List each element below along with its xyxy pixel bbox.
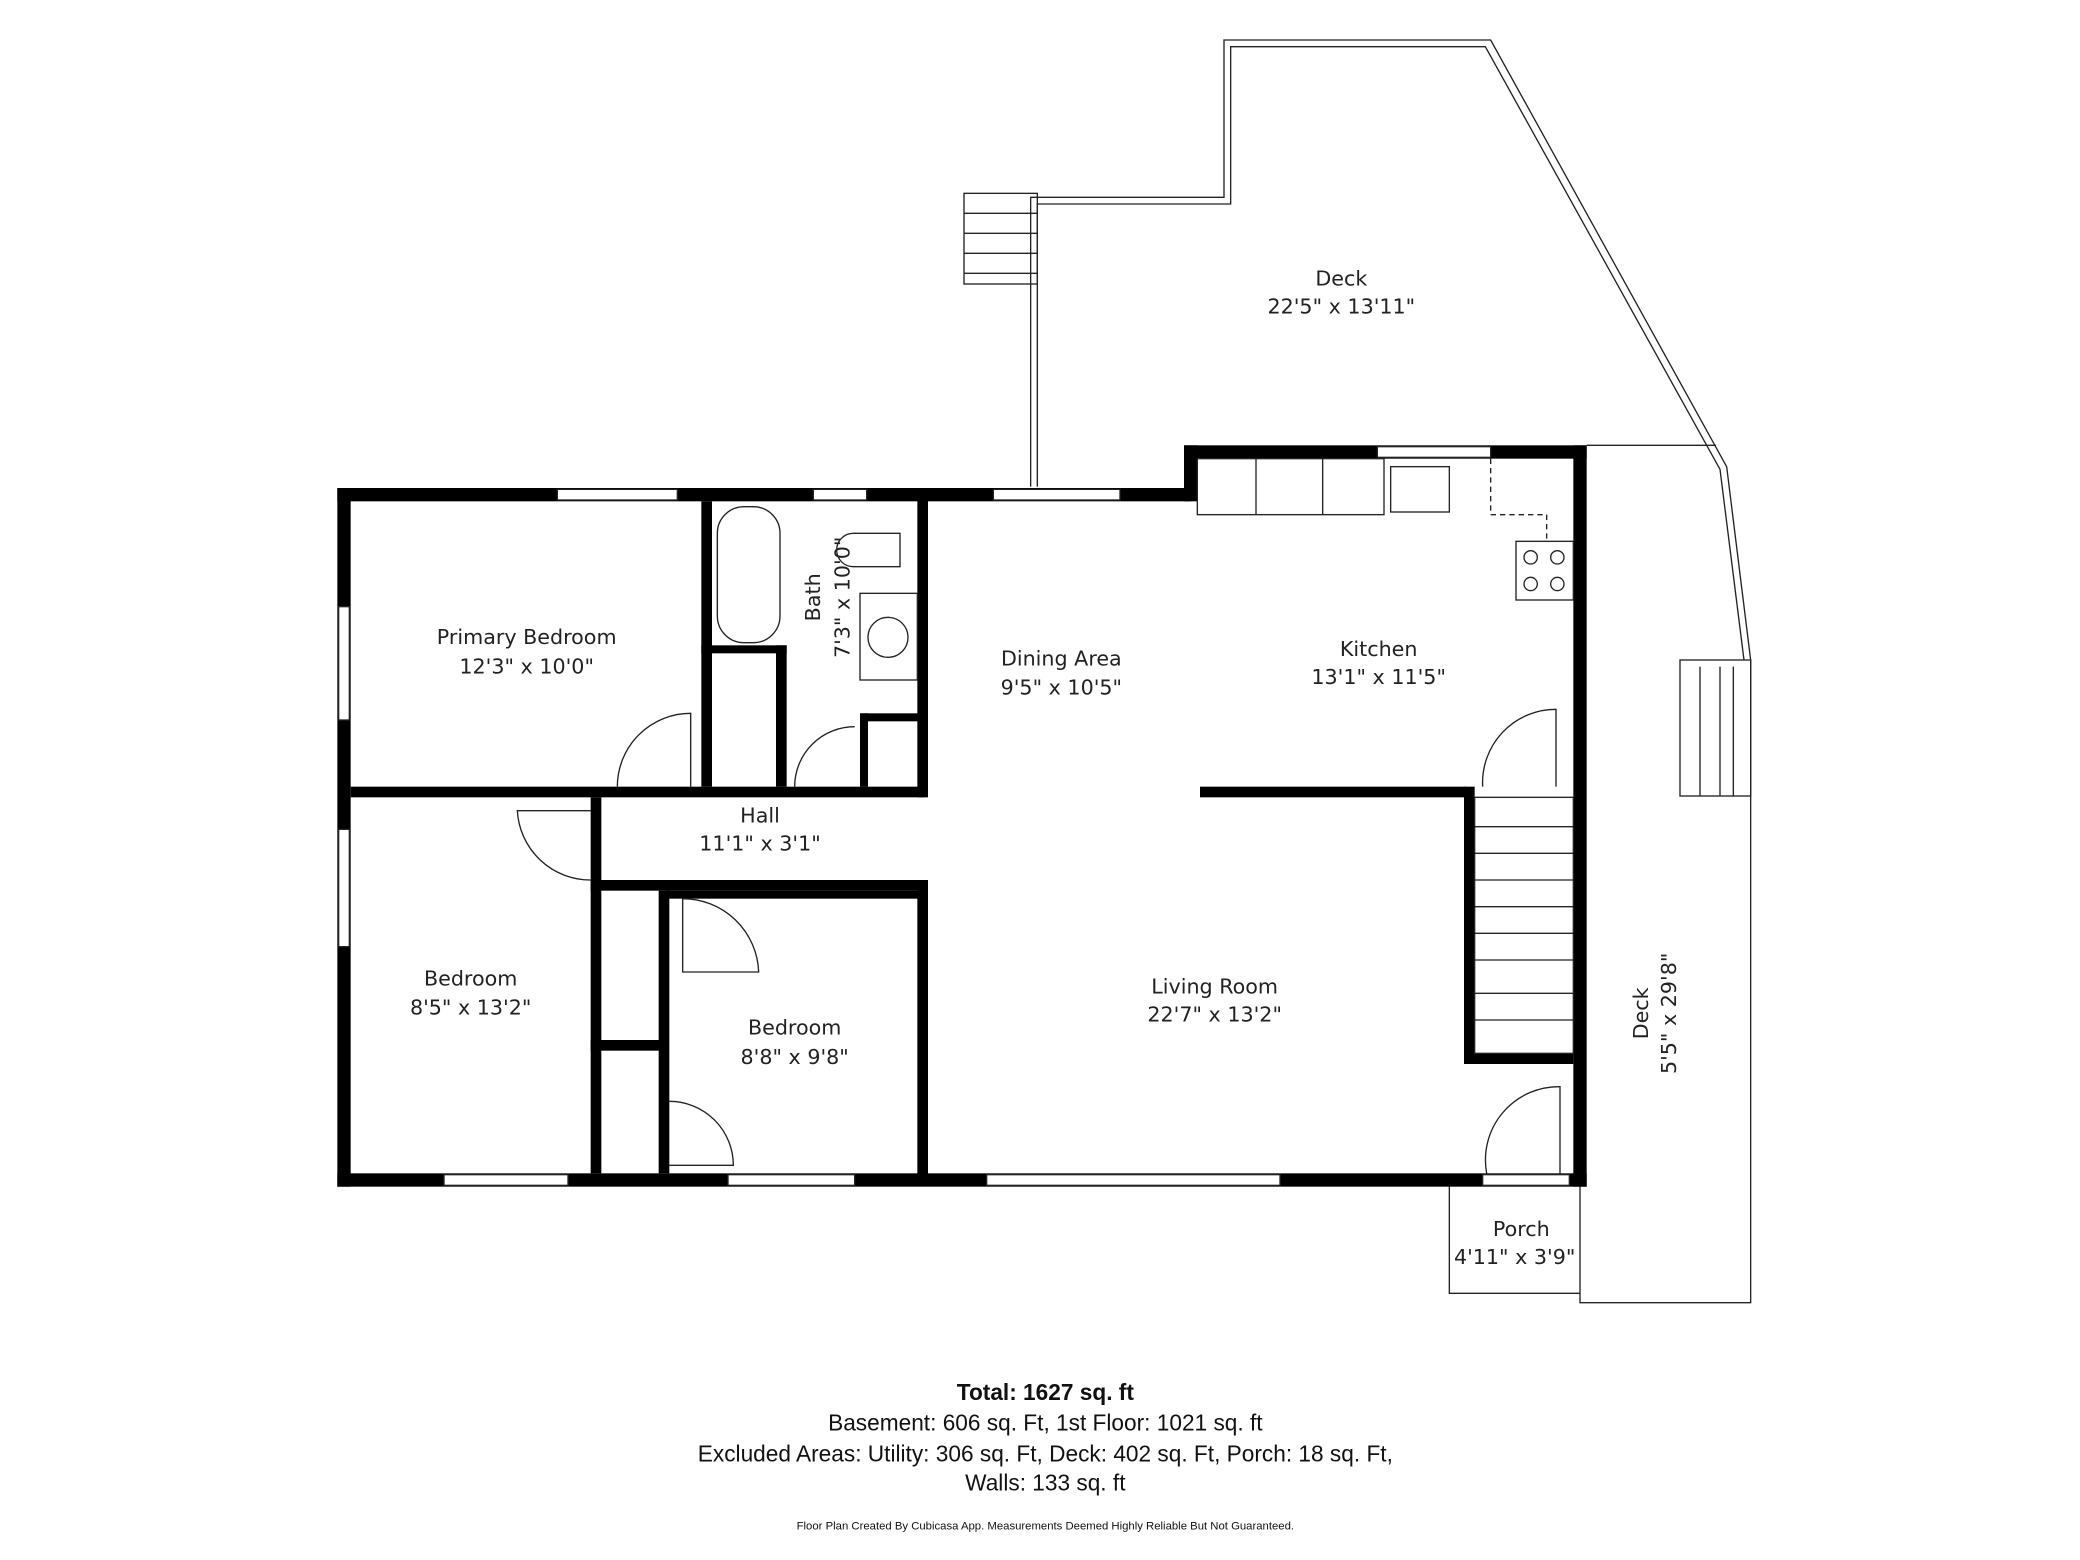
- area-breakdown: Basement: 606 sq. Ft, 1st Floor: 1021 sq…: [828, 1410, 1263, 1436]
- svg-text:22'7" x 13'2": 22'7" x 13'2": [1147, 1002, 1282, 1026]
- svg-text:Deck: Deck: [1315, 266, 1367, 290]
- svg-text:5'5" x 29'8": 5'5" x 29'8": [1657, 953, 1681, 1074]
- svg-text:4'11" x 3'9": 4'11" x 3'9": [1454, 1245, 1575, 1269]
- room-primary-bedroom: Primary Bedroom 12'3" x 10'0": [437, 625, 617, 678]
- room-living-room: Living Room 22'7" x 13'2": [1147, 974, 1282, 1026]
- svg-text:22'5" x 13'11": 22'5" x 13'11": [1267, 294, 1415, 318]
- room-hall: Hall 11'1" x 3'1": [699, 804, 820, 856]
- walls-area: Walls: 133 sq. ft: [965, 1470, 1126, 1496]
- svg-text:13'1" x 11'5": 13'1" x 11'5": [1311, 665, 1446, 689]
- room-bath: Bath 7'3" x 10'0": [801, 537, 854, 658]
- svg-text:Porch: Porch: [1493, 1217, 1550, 1241]
- svg-text:11'1" x 3'1": 11'1" x 3'1": [699, 832, 820, 856]
- walls: [337, 445, 1587, 1187]
- svg-text:Kitchen: Kitchen: [1340, 637, 1418, 661]
- room-porch: Porch 4'11" x 3'9": [1454, 1217, 1575, 1269]
- room-dining-area: Dining Area 9'5" x 10'5": [1001, 646, 1122, 699]
- room-bedroom-middle: Bedroom 8'8" x 9'8": [741, 1016, 849, 1069]
- room-deck-top: Deck 22'5" x 13'11": [1267, 266, 1415, 318]
- deck-stairs-right: [1679, 659, 1752, 797]
- doors: [516, 708, 1561, 1174]
- interior-stairs: [1474, 796, 1574, 1054]
- room-deck-right: Deck 5'5" x 29'8": [1629, 953, 1681, 1074]
- svg-text:Bath: Bath: [801, 573, 825, 621]
- room-kitchen: Kitchen 13'1" x 11'5": [1311, 637, 1446, 689]
- svg-text:Bedroom: Bedroom: [748, 1016, 841, 1040]
- svg-text:Primary Bedroom: Primary Bedroom: [437, 625, 617, 649]
- excluded-areas: Excluded Areas: Utility: 306 sq. Ft, Dec…: [698, 1440, 1393, 1466]
- room-bedroom-left: Bedroom 8'5" x 13'2": [410, 966, 531, 1019]
- svg-text:7'3" x 10'0": 7'3" x 10'0": [830, 537, 854, 658]
- svg-text:Hall: Hall: [740, 804, 780, 828]
- svg-text:Living Room: Living Room: [1151, 974, 1278, 998]
- svg-text:Bedroom: Bedroom: [424, 966, 517, 990]
- total-area: Total: 1627 sq. ft: [957, 1379, 1135, 1405]
- svg-text:8'5" x 13'2": 8'5" x 13'2": [410, 996, 531, 1020]
- svg-text:12'3" x 10'0": 12'3" x 10'0": [459, 654, 594, 678]
- svg-text:8'8" x 9'8": 8'8" x 9'8": [741, 1045, 849, 1069]
- disclaimer: Floor Plan Created By Cubicasa App. Meas…: [797, 1520, 1294, 1532]
- deck-stairs-top: [963, 192, 1038, 285]
- svg-text:9'5" x 10'5": 9'5" x 10'5": [1001, 676, 1122, 700]
- svg-text:Dining Area: Dining Area: [1001, 646, 1122, 670]
- fixtures: [716, 457, 1574, 681]
- windows: [338, 446, 1570, 1186]
- svg-text:Deck: Deck: [1629, 987, 1653, 1039]
